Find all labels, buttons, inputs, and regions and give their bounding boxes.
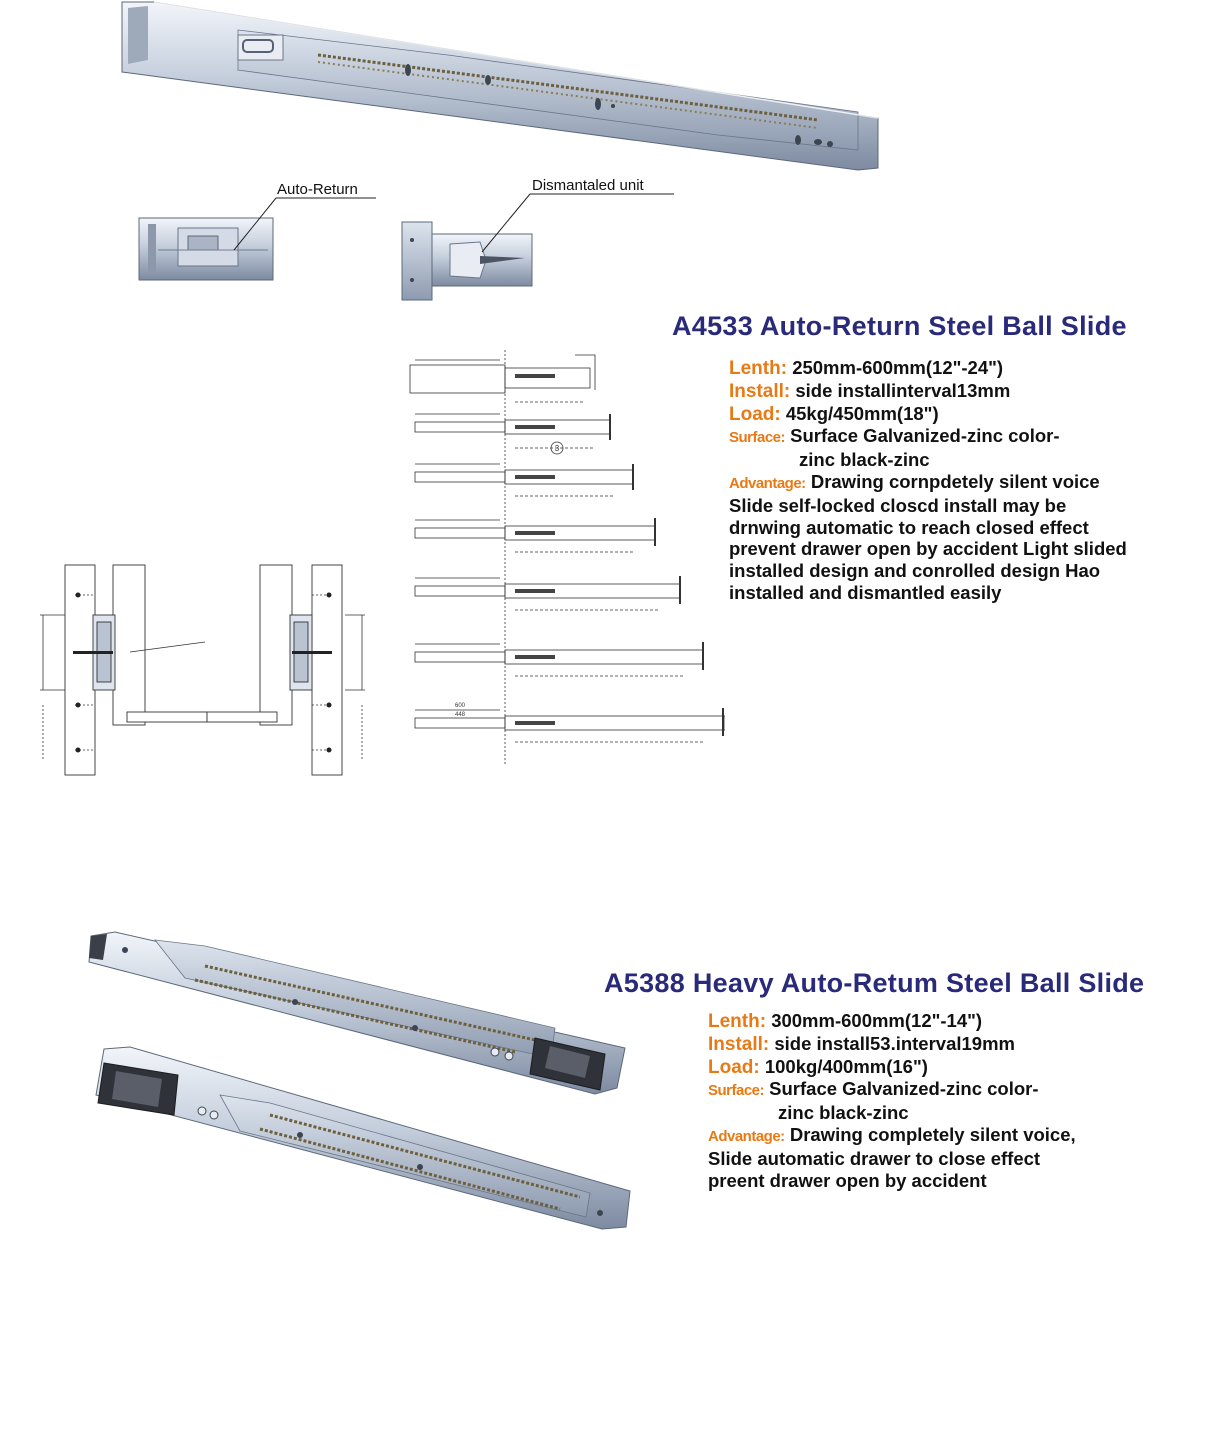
- slide-photo-a4533: [121, 1, 879, 171]
- lenth-label: Lenth:: [729, 358, 788, 379]
- lenth-label: Lenth:: [708, 1011, 767, 1032]
- surface-value: Surface Galvanized-zinc color-: [769, 1078, 1039, 1100]
- auto-return-callout: Auto-Return: [277, 181, 358, 198]
- product2-title: A5388 Heavy Auto-Retum Steel Ball Slide: [604, 968, 1145, 998]
- product1-title: A4533 Auto-Return Steel Ball Slide: [672, 311, 1127, 341]
- install-value: side install53.interval19mm: [774, 1032, 1015, 1054]
- advantage-line: installed and dismantled easily: [729, 581, 1002, 603]
- dim-600-label: 600: [455, 703, 466, 709]
- advantage-line: prevent drawer open by accident Light sl…: [729, 538, 1127, 560]
- auto-return-detail-photo: [138, 217, 274, 281]
- lenth-value: 250mm-600mm(12"-24"): [792, 357, 1004, 378]
- advantage-line: Drawing completely silent voice,: [789, 1123, 1076, 1145]
- product1-surface-row-2: zinc black-zinc: [799, 449, 930, 471]
- advantage-line: installed design and conrolled design Ha…: [729, 560, 1101, 582]
- load-value: 100kg/400mm(16"): [764, 1055, 928, 1077]
- product2-surface-row-2: zinc black-zinc: [778, 1102, 909, 1124]
- advantage-line: Drawing cornpdetely silent voice: [810, 470, 1100, 492]
- cabinet-section-drawing: [40, 564, 365, 776]
- install-label: Install:: [729, 380, 791, 402]
- load-label: Load:: [729, 403, 781, 425]
- auto-return-leader-line: [233, 197, 376, 251]
- surface-label: Surface:: [729, 429, 786, 447]
- dismantled-callout: Dismantaled unit: [532, 177, 644, 194]
- circle-number-mark: 3: [555, 444, 560, 453]
- product2-surface-row: Surface: Surface Galvanized-zinc color-: [708, 1078, 1076, 1102]
- product1-surface-row: Surface: Surface Galvanized-zinc color-: [729, 425, 1127, 449]
- advantage-label: Advantage:: [729, 474, 806, 492]
- lenth-value: 300mm-600mm(12"-14"): [771, 1010, 983, 1031]
- load-value: 45kg/450mm(18"): [785, 402, 939, 424]
- product2-lenth-row: Lenth: 300mm-600mm(12"-14"): [708, 1010, 1076, 1033]
- surface-value: Surface Galvanized-zinc color-: [790, 425, 1060, 447]
- surface-label: Surface:: [708, 1082, 765, 1100]
- dim-448-label: 448: [455, 712, 466, 718]
- advantage-line: preent drawer open by accident: [708, 1169, 987, 1191]
- product2-install-row: Install: side install53.interval19mm: [708, 1033, 1076, 1056]
- dimension-drawings: 3 600 448: [409, 350, 725, 765]
- product2-specs: Lenth: 300mm-600mm(12"-14") Install: sid…: [708, 1010, 1076, 1191]
- install-label: Install:: [708, 1033, 770, 1055]
- dismantled-unit-detail-photo: [401, 221, 533, 301]
- product2-advantage-row: Advantage: Drawing completely silent voi…: [708, 1124, 1076, 1148]
- slide-photo-a5388-lower: [95, 1046, 631, 1230]
- dismantled-leader-line: [481, 193, 674, 253]
- install-value: side installinterval13mm: [795, 379, 1011, 401]
- advantage-line: drnwing automatic to reach closed effect: [729, 516, 1089, 538]
- product1-install-row: Install: side installinterval13mm: [729, 380, 1127, 403]
- advantage-line: Slide self-locked closcd install may be: [729, 494, 1067, 516]
- product1-advantage-row: Advantage: Drawing cornpdetely silent vo…: [729, 471, 1127, 495]
- slide-photo-a5388-upper: [88, 931, 626, 1095]
- advantage-line: Slide automatic drawer to close effect: [708, 1147, 1041, 1169]
- product1-lenth-row: Lenth: 250mm-600mm(12"-24"): [729, 357, 1127, 380]
- product2-load-row: Load: 100kg/400mm(16"): [708, 1056, 1076, 1079]
- product1-specs: Lenth: 250mm-600mm(12"-24") Install: sid…: [729, 357, 1127, 604]
- load-label: Load:: [708, 1056, 760, 1078]
- advantage-label: Advantage:: [708, 1127, 785, 1145]
- product1-load-row: Load: 45kg/450mm(18"): [729, 403, 1127, 426]
